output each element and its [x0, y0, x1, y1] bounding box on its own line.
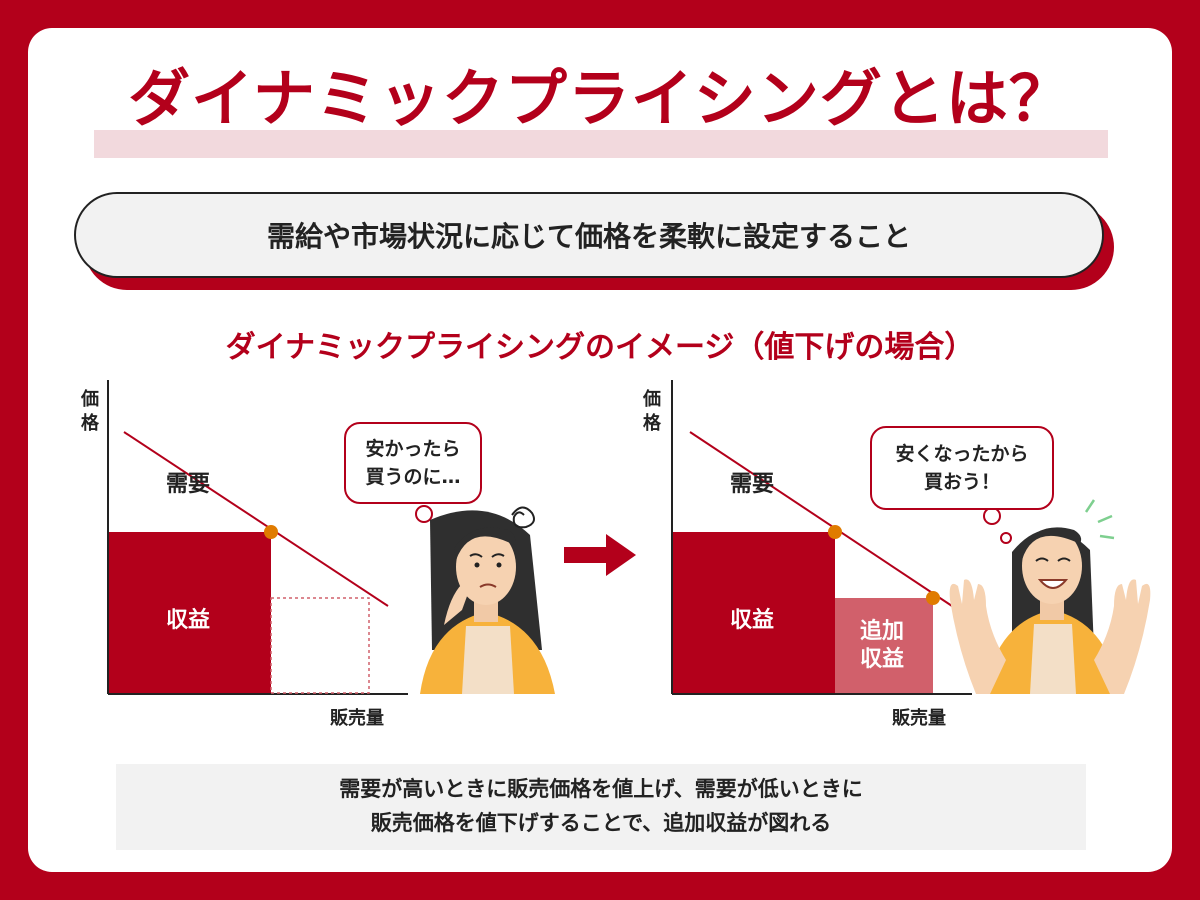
left-price-point — [264, 525, 278, 539]
right-extra-revenue-line-1: 追加 — [860, 619, 905, 644]
left-bubble-tail-1 — [415, 505, 433, 523]
definition-text: 需給や市場状況に応じて価格を柔軟に設定すること — [266, 220, 911, 253]
worried-woman-illustration — [420, 506, 555, 694]
happy-woman-illustration — [949, 499, 1151, 694]
right-price-point — [828, 525, 842, 539]
right-x-axis-label: 販売量 — [892, 708, 946, 729]
summary-note: 需要が高いときに販売価格を値上げ、需要が低いときに 販売価格を値下げすることで、… — [116, 764, 1086, 850]
right-bubble-tail-2 — [1000, 532, 1012, 544]
left-demand-line — [123, 431, 389, 607]
left-x-axis-label: 販売量 — [330, 708, 384, 729]
left-potential-area — [270, 597, 370, 694]
section-subtitle: ダイナミックプライシングのイメージ（値下げの場合） — [225, 330, 975, 365]
left-revenue-label: 収益 — [166, 608, 211, 633]
left-speech-bubble: 安かったら 買うのに… — [344, 422, 482, 504]
right-extra-revenue-line-2: 収益 — [860, 646, 905, 672]
title-underline-band — [94, 130, 1108, 158]
right-y-axis-label: 価格 — [643, 389, 661, 434]
right-revenue-area — [673, 532, 835, 693]
right-speech-bubble: 安くなったから 買おう！ — [870, 426, 1054, 510]
left-y-axis-label: 価格 — [81, 389, 99, 434]
transition-arrow-icon — [564, 534, 636, 576]
right-new-price-point — [926, 591, 940, 605]
page-title: ダイナミックプライシングとは？ — [128, 62, 1072, 135]
left-speech-line-1: 安かったら — [365, 437, 461, 460]
right-demand-label: 需要 — [730, 472, 775, 497]
definition-pill: 需給や市場状況に応じて価格を柔軟に設定すること — [74, 192, 1104, 278]
right-bubble-tail-1 — [983, 507, 1001, 525]
left-speech-line-2: 買うのに… — [365, 466, 461, 488]
summary-note-line-1: 需要が高いときに販売価格を値上げ、需要が低いときに — [339, 777, 863, 802]
right-speech-line-1: 安くなったから — [895, 442, 1029, 465]
left-revenue-area — [109, 532, 271, 693]
right-speech-line-2: 買おう！ — [923, 471, 1000, 493]
right-extra-revenue-label: 追加 収益 — [860, 618, 904, 673]
right-extra-revenue-area — [835, 598, 933, 693]
right-demand-line — [689, 431, 953, 607]
right-revenue-label: 収益 — [730, 608, 775, 633]
summary-note-line-2: 販売価格を値下げすることで、追加収益が図れる — [370, 811, 832, 835]
left-demand-label: 需要 — [166, 472, 211, 497]
